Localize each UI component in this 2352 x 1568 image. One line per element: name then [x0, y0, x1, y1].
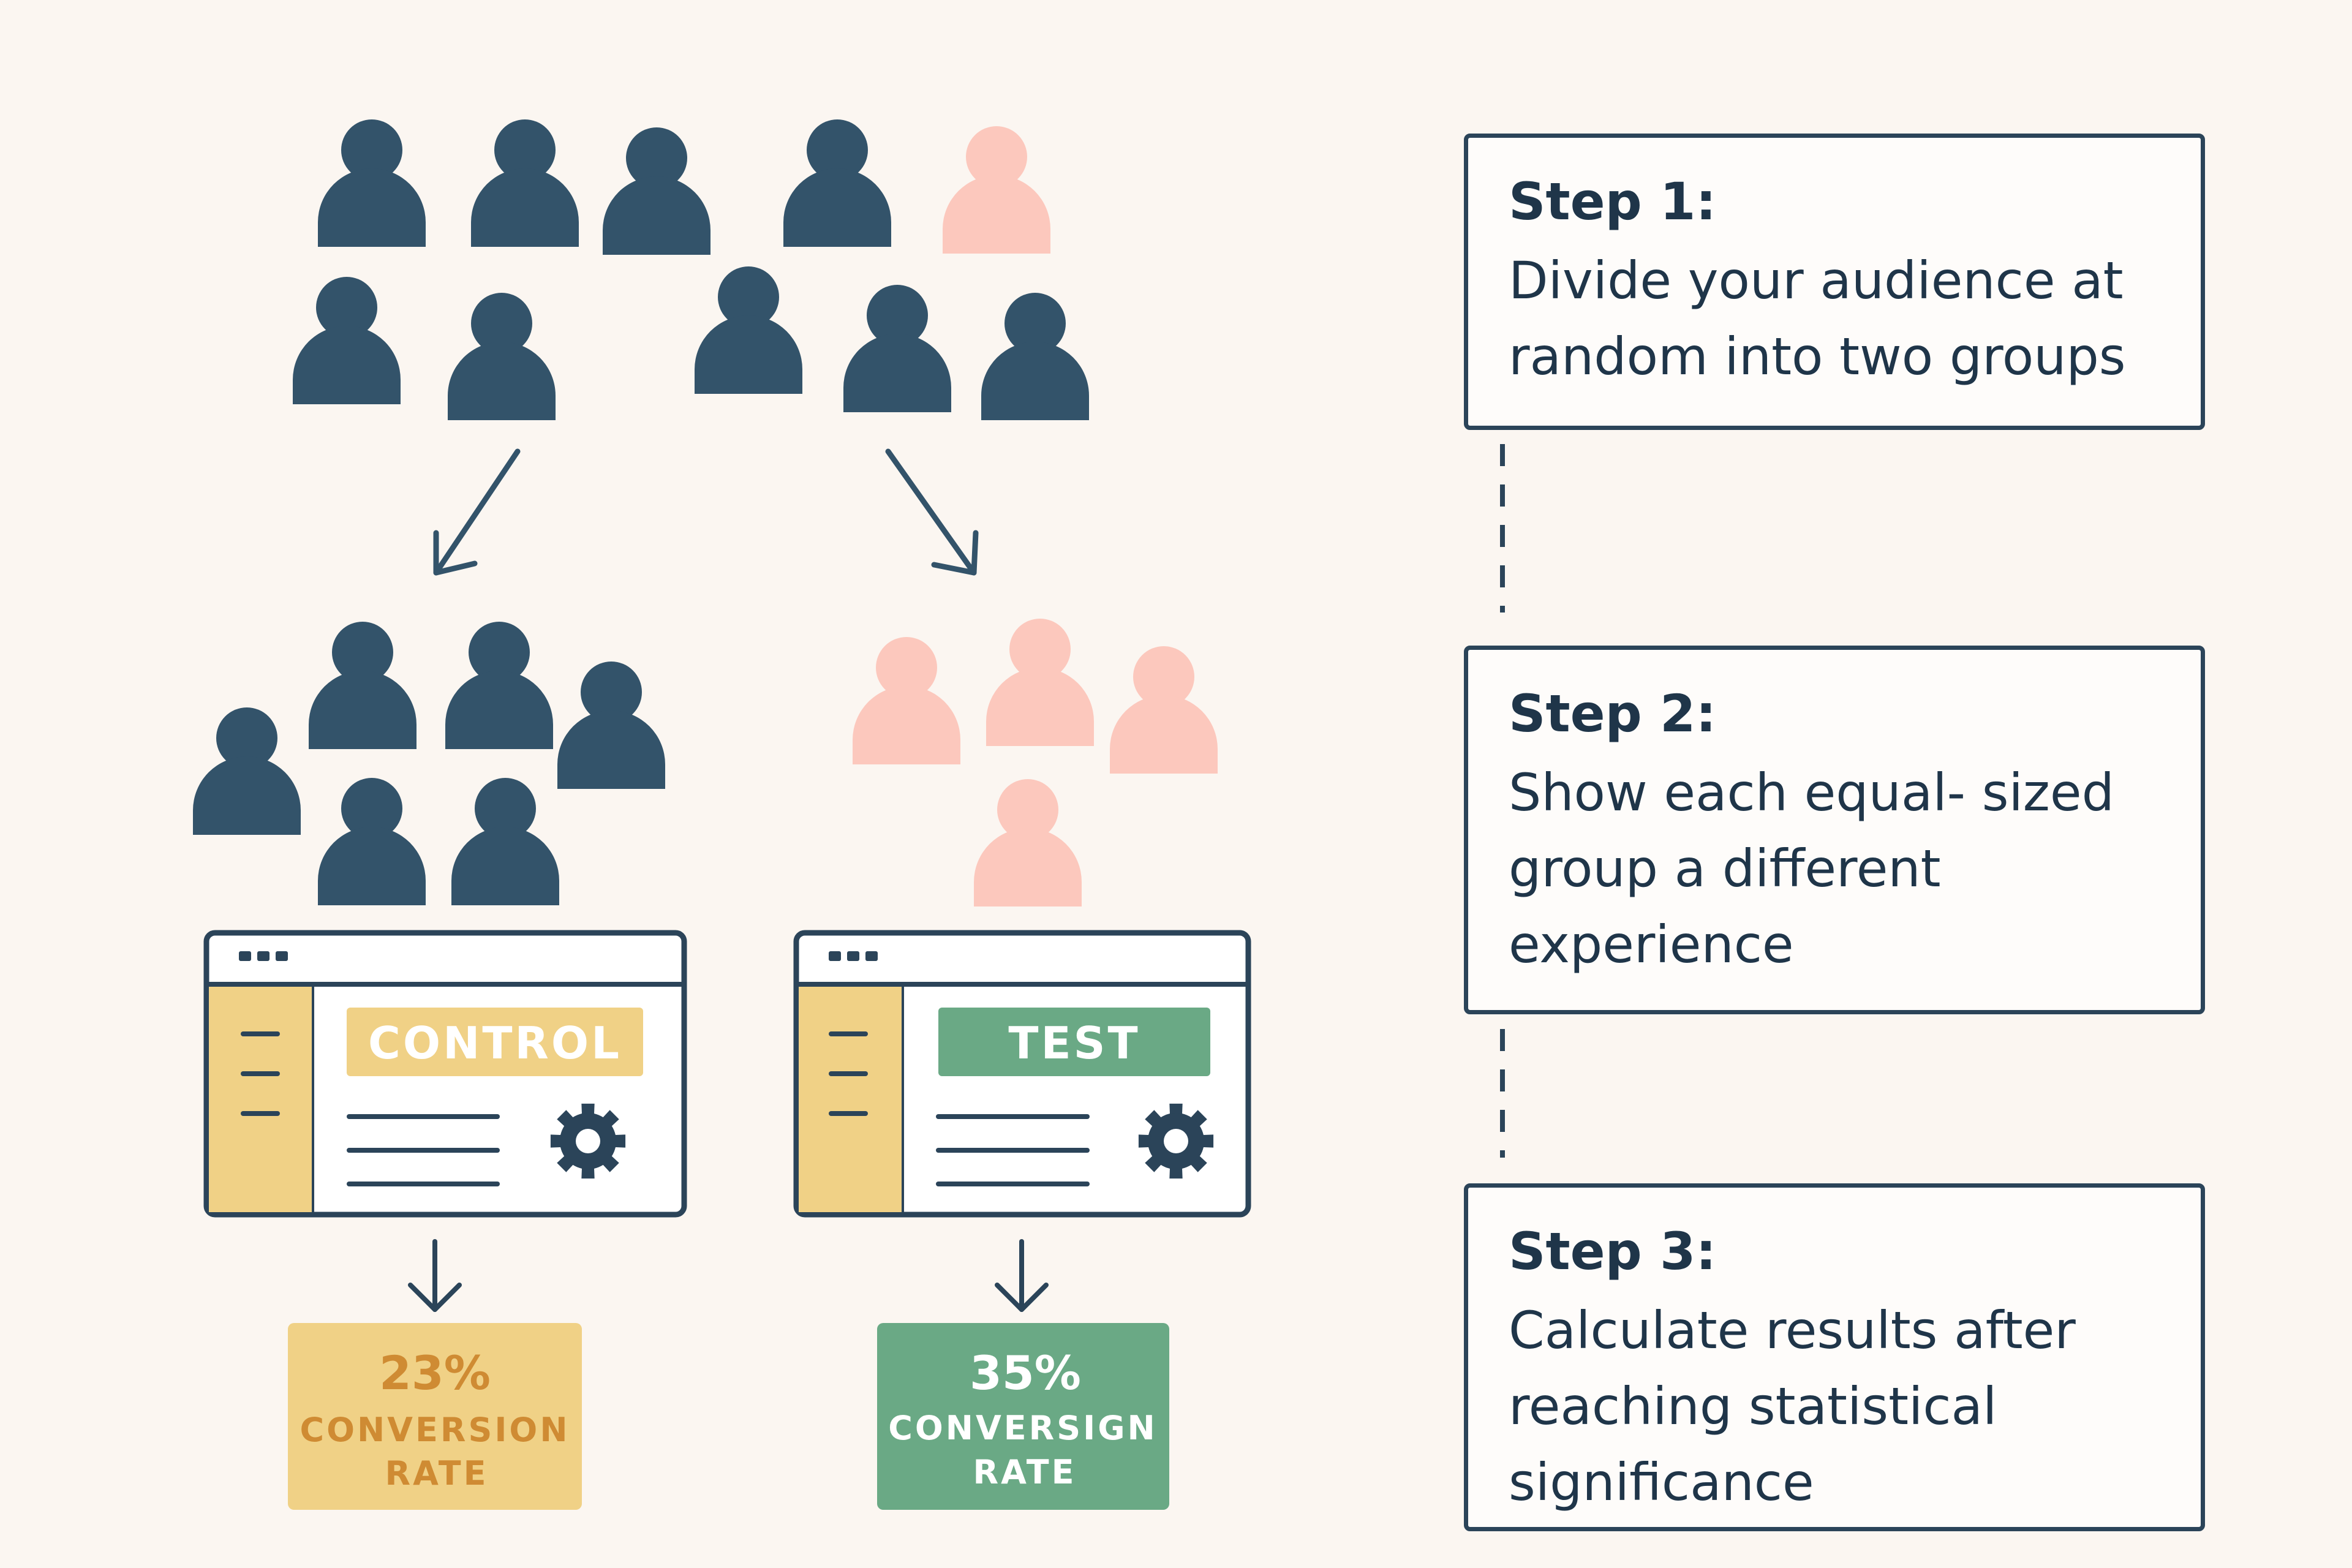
person-icon [853, 637, 960, 764]
step-1-text: Divide your audience at random into two … [1509, 250, 2126, 386]
person-icon [318, 119, 426, 247]
person-icon [986, 619, 1094, 746]
test-window: TEST [793, 930, 1251, 1218]
person-icon [974, 779, 1082, 907]
person-icon [193, 707, 301, 835]
test-result-label-line2: RATE [973, 1453, 1077, 1491]
person-icon [783, 119, 891, 247]
menu-icon [829, 1031, 868, 1116]
person-icon [695, 266, 802, 394]
person-icon [981, 293, 1089, 420]
step-2-title: Step 2: [1509, 684, 1717, 744]
gear-icon [550, 1103, 626, 1179]
person-icon [448, 293, 556, 420]
split-arrow-left [433, 448, 521, 576]
gear-icon [1138, 1103, 1214, 1179]
control-result-box: 23% CONVERSION RATE [288, 1323, 582, 1510]
control-window: CONTROL [203, 930, 687, 1218]
person-icon [318, 778, 426, 905]
control-label: CONTROL [368, 1017, 622, 1069]
person-icon [471, 119, 579, 247]
window-sidebar [209, 987, 313, 1212]
step-2-text: Show each equal- sized group a different… [1509, 762, 2114, 974]
control-result-label-line2: RATE [385, 1454, 489, 1493]
test-result-value: 35% [970, 1346, 1081, 1400]
step-3-title: Step 3: [1509, 1221, 1717, 1281]
test-result-label-line1: CONVERSIGN [888, 1409, 1158, 1447]
person-icon [445, 622, 553, 749]
audience-group [293, 119, 1089, 420]
step-1-title: Step 1: [1509, 172, 1717, 232]
person-icon [843, 285, 951, 412]
test-label: TEST [1008, 1017, 1140, 1069]
window-dots-icon [239, 951, 288, 961]
person-icon [603, 127, 710, 255]
person-icon [1110, 646, 1218, 774]
control-result-value: 23% [379, 1346, 491, 1400]
person-icon [309, 622, 417, 749]
person-icon [557, 662, 665, 789]
control-label-badge [347, 1008, 643, 1076]
test-label-badge [938, 1008, 1210, 1076]
window-dots-icon [829, 951, 878, 961]
person-icon [451, 778, 559, 905]
person-icon [293, 277, 401, 404]
content-lines [936, 1114, 1090, 1186]
test-result-box: 35% CONVERSIGN RATE [877, 1323, 1169, 1510]
control-result-label-line1: CONVERSION [300, 1411, 570, 1449]
step-1-box: Step 1: Divide your audience at random i… [1464, 134, 2205, 430]
step-3-box: Step 3: Calculate results after reaching… [1464, 1183, 2205, 1531]
split-arrow-right [885, 448, 979, 576]
step-2-box: Step 2: Show each equal- sized group a d… [1464, 646, 2205, 1014]
step-3-text: Calculate results after reaching statist… [1509, 1300, 2076, 1512]
content-lines [347, 1114, 500, 1186]
menu-icon [241, 1031, 280, 1116]
window-sidebar [799, 987, 903, 1212]
arrow-icon-test-result [995, 1239, 1049, 1312]
arrow-icon-control-result [408, 1239, 462, 1312]
control-group [193, 622, 665, 905]
person-icon-highlighted [943, 126, 1050, 254]
test-group [853, 619, 1218, 907]
